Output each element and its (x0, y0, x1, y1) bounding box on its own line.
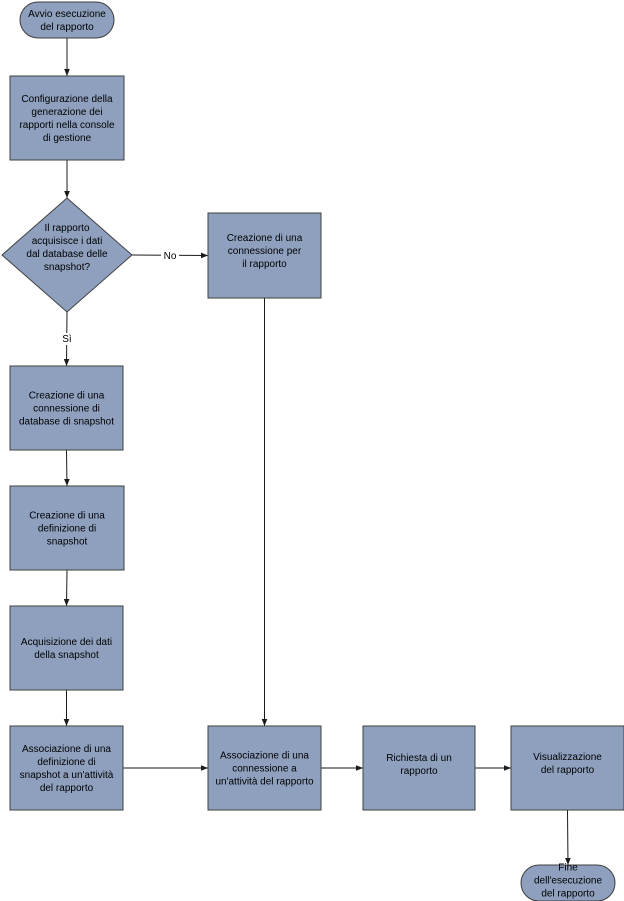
node-label-line: Il rapporto (44, 223, 89, 234)
node-label-line: della snapshot (34, 650, 99, 661)
node-label-line: Visualizzazione (533, 752, 602, 763)
node-snap-acq: Acquisizione dei dati della snapshot (9, 605, 124, 691)
node-start: Avvio esecuzione del rapporto (19, 1, 115, 39)
node-label-line: Fine (558, 863, 578, 874)
node-label-line: Creazione di una (227, 233, 303, 244)
node-label-line: snapshot a un'attività (20, 770, 114, 781)
node-label-line: del rapporto (541, 889, 595, 900)
edge-label: No (164, 251, 177, 262)
edge-view-to-end (565, 809, 571, 866)
node-conn-snap-db: Creazione di una connessione di database d… (9, 365, 124, 451)
edge-label: Sì (62, 334, 72, 345)
node-label-line: snapshot (47, 537, 88, 548)
node-conn-report: Creazione di una connessione per il rappor… (207, 212, 322, 299)
edge-snap-def-to-snap-acq (63, 569, 70, 607)
node-label-line: Creazione di una (29, 391, 105, 402)
process-shape (207, 725, 322, 811)
node-label-line: del rapporto (541, 765, 595, 776)
node-label-line: generazione dei (31, 107, 102, 118)
edge-label-background (58, 333, 76, 345)
node-label-line: Richiesta di un (386, 753, 452, 764)
terminator-shape (520, 864, 616, 901)
node-snap-def: Creazione di una definizione di snapshot (9, 485, 125, 571)
node-label-line: Associazione di una (220, 751, 309, 762)
process-shape (9, 605, 124, 691)
node-label-line: dell'esecuzione (534, 876, 603, 887)
process-shape (9, 485, 125, 571)
node-label-line: del rapporto (40, 22, 94, 33)
process-shape (510, 725, 624, 811)
node-label-line: definizione di (37, 757, 95, 768)
edge-label-background (161, 250, 179, 262)
node-label-line: connessione di (33, 404, 100, 415)
node-config: Configurazione della generazione dei rappo… (9, 75, 125, 161)
node-view: Visualizzazione del rapporto (510, 725, 624, 811)
node-assoc-def: Associazione di una definizione di snapsho… (9, 725, 124, 811)
node-label-line: acquisisce i dati (32, 236, 103, 247)
node-label-line: Configurazione della (21, 94, 113, 105)
process-shape (9, 75, 125, 161)
node-label-line: Creazione di una (29, 511, 105, 522)
terminator-shape (19, 1, 115, 39)
node-label-line: Acquisizione dei dati (21, 637, 112, 648)
node-label-line: Associazione di una (22, 744, 111, 755)
process-shape (362, 725, 476, 811)
decision-shape (1, 197, 133, 313)
node-label-line: database di snapshot (19, 417, 114, 428)
node-label-line: Avvio esecuzione (28, 9, 106, 20)
node-label-line: dal database delle (26, 249, 108, 260)
node-label-line: il rapporto (242, 259, 287, 270)
node-label-line: definizione di (38, 524, 96, 535)
node-label-line: di gestione (43, 133, 92, 144)
process-shape (9, 365, 124, 451)
node-label-line: rapporti nella console (19, 120, 114, 131)
node-label-line: snapshot? (44, 262, 91, 273)
node-request: Richiesta di un rapporto (362, 725, 476, 811)
process-shape (207, 212, 322, 299)
node-assoc-conn: Associazione di una connessione a un'attiv… (207, 725, 322, 811)
node-end: Fine dell'esecuzione del rapporto (520, 863, 616, 901)
edge-conn-snap-db-to-snap-def (64, 449, 70, 487)
node-label-line: rapporto (400, 766, 438, 777)
node-decision: Il rapporto acquisisce i dati dal database… (1, 197, 133, 313)
node-label-line: connessione a (232, 764, 297, 775)
process-shape (9, 725, 124, 811)
node-label-line: connessione per (228, 246, 302, 257)
node-label-line: del rapporto (40, 783, 94, 794)
node-label-line: un'attività del rapporto (215, 777, 314, 788)
